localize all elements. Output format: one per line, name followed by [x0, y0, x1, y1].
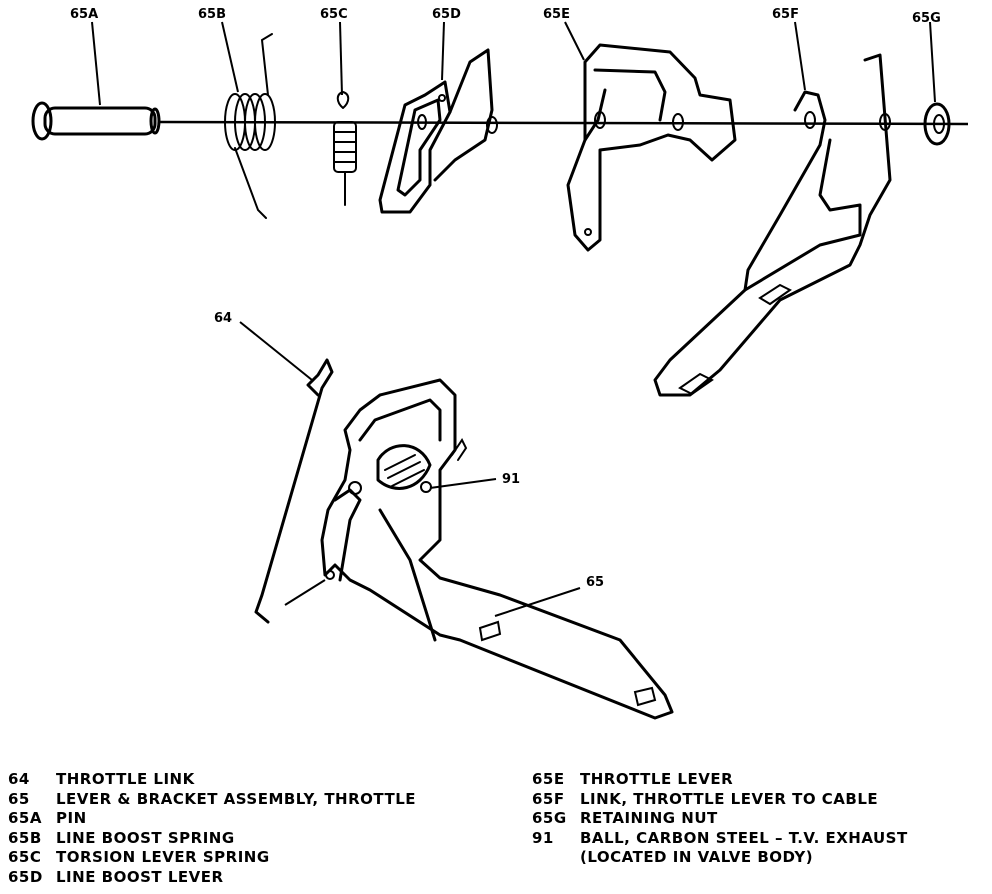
- torsion-lever-spring-65c: [333, 90, 357, 206]
- pin-65a: [31, 101, 161, 141]
- legend-desc: LEVER & BRACKET ASSEMBLY, THROTTLE: [56, 789, 417, 808]
- callout-65a: 65A: [70, 7, 98, 22]
- legend-code: [532, 848, 580, 868]
- legend-row: 65D LINE BOOST LEVER: [8, 868, 508, 888]
- legend-desc: THROTTLE LEVER: [580, 770, 734, 788]
- legend-desc: LINK, THROTTLE LEVER TO CABLE: [580, 789, 879, 808]
- legend-row: 91 BALL, CARBON STEEL – T.V. EXHAUST: [532, 829, 982, 849]
- legend-desc: (LOCATED IN VALVE BODY): [580, 848, 814, 866]
- leader-65: [494, 587, 581, 617]
- callout-65b: 65B: [198, 7, 226, 22]
- legend-code: 65B: [8, 828, 42, 847]
- callout-65e: 65E: [543, 7, 570, 22]
- link-throttle-lever-to-cable-65f: [653, 53, 892, 397]
- legend-code: 65F: [532, 789, 565, 808]
- leader-65f: [794, 21, 806, 91]
- legend-desc: TORSION LEVER SPRING: [56, 848, 270, 866]
- leader-65d: [441, 21, 445, 81]
- callout-65f: 65F: [772, 7, 799, 22]
- legend-code: 64: [8, 770, 30, 788]
- callout-65: 65: [586, 575, 604, 590]
- legend-desc: LINE BOOST LEVER: [56, 867, 224, 886]
- parts-legend: 64 THROTTLE LINK 65 LEVER & BRACKET ASSEMB…: [0, 770, 992, 890]
- legend-code: 65A: [8, 809, 42, 827]
- legend-code: 65: [8, 789, 30, 808]
- leader-65b: [221, 21, 239, 93]
- line-boost-spring-65b: [224, 33, 276, 219]
- exploded-parts-diagram: 65A 65B 65C 65D 65E 65F 65G 64 91 65: [31, 7, 969, 720]
- legend-row: 65B LINE BOOST SPRING: [8, 829, 508, 849]
- legend-row: 65 LEVER & BRACKET ASSEMBLY, THROTTLE: [8, 790, 508, 810]
- legend-code: 65G: [532, 809, 567, 827]
- callout-64: 64: [214, 311, 232, 326]
- leader-64: [239, 321, 313, 381]
- callout-65c: 65C: [320, 7, 348, 22]
- legend-code: 65E: [532, 770, 565, 788]
- throttle-lever-65e: [566, 43, 737, 252]
- leader-65e: [564, 21, 585, 61]
- legend-row: 64 THROTTLE LINK: [8, 770, 508, 790]
- legend-desc: BALL, CARBON STEEL – T.V. EXHAUST: [580, 828, 908, 847]
- lever-bracket-assembly-65: [320, 378, 674, 720]
- legend-right-column: 65E THROTTLE LEVER 65F LINK, THROTTLE LEVE…: [532, 770, 982, 868]
- leader-65c: [339, 21, 343, 96]
- legend-row: 65E THROTTLE LEVER: [532, 770, 982, 790]
- legend-desc: LINE BOOST SPRING: [56, 828, 235, 847]
- legend-row: (LOCATED IN VALVE BODY): [532, 848, 982, 868]
- legend-row: 65G RETAINING NUT: [532, 809, 982, 829]
- throttle-link-64: [254, 358, 334, 624]
- leader-91: [429, 478, 497, 489]
- legend-desc: PIN: [56, 809, 87, 827]
- legend-row: 65A PIN: [8, 809, 508, 829]
- legend-desc: THROTTLE LINK: [56, 770, 195, 788]
- legend-row: 65F LINK, THROTTLE LEVER TO CABLE: [532, 790, 982, 810]
- assembly-axis-line: [159, 120, 969, 126]
- leader-65g: [929, 21, 936, 103]
- callout-65g: 65G: [912, 11, 941, 26]
- legend-code: 91: [532, 828, 554, 847]
- leader-65a: [91, 21, 101, 106]
- line-boost-lever-65d: [378, 48, 498, 214]
- legend-code: 65D: [8, 867, 43, 886]
- leader-64-lower: [284, 579, 326, 606]
- legend-row: 65C TORSION LEVER SPRING: [8, 848, 508, 868]
- callout-91: 91: [502, 472, 520, 487]
- legend-desc: RETAINING NUT: [580, 809, 718, 827]
- legend-left-column: 64 THROTTLE LINK 65 LEVER & BRACKET ASSEMB…: [8, 770, 508, 887]
- legend-code: 65C: [8, 848, 42, 866]
- retaining-nut-65g: [923, 102, 951, 146]
- callout-65d: 65D: [432, 7, 461, 22]
